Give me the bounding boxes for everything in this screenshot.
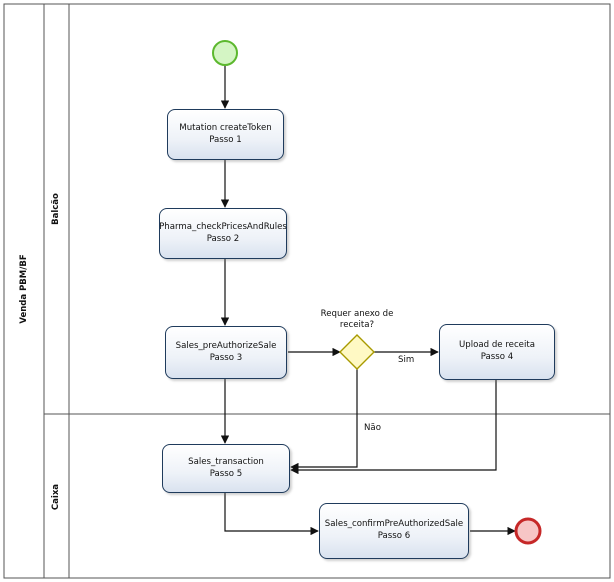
task-name: Sales_confirmPreAuthorizedSale [324,519,464,530]
task-name: Pharma_checkPricesAndRules [159,221,287,232]
task-name: Sales_transaction [188,456,264,467]
flow-task4-to-task5 [290,380,497,475]
task-check-prices-and-rules[interactable]: Pharma_checkPricesAndRules Passo 2 [159,208,287,259]
task-name: Sales_preAuthorizeSale [175,340,277,351]
task-name: Upload de receita [459,340,535,351]
pool-label: Venda PBM/BF [19,254,29,324]
end-event [514,517,542,545]
flow-gateway-no-to-task5 [290,369,358,472]
flow-task5-to-task6 [224,493,319,536]
gateway-question-line2: receita? [339,320,375,330]
task-sales-transaction[interactable]: Sales_transaction Passo 5 [162,444,290,493]
task-step: Passo 5 [209,468,243,479]
lane-label-balcao: Balcão [51,193,61,225]
flow-label-no: Não [364,423,381,433]
task-confirm-pre-authorized-sale[interactable]: Sales_confirmPreAuthorizedSale Passo 6 [319,503,469,559]
task-upload-receita[interactable]: Upload de receita Passo 4 [439,324,555,380]
task-step: Passo 6 [377,531,411,541]
pool-border [3,3,611,579]
task-create-token[interactable]: Mutation createToken Passo 1 [167,109,284,160]
task-step: Passo 2 [206,233,240,244]
task-name: Mutation createToken [179,122,272,133]
exclusive-gateway [339,334,375,370]
lane-label-caixa: Caixa [51,483,61,511]
flow-label-yes: Sim [398,355,415,365]
start-event [212,40,238,66]
task-pre-authorize-sale[interactable]: Sales_preAuthorizeSale Passo 3 [165,326,287,379]
task-step: Passo 3 [209,352,243,363]
task-step: Passo 1 [209,134,242,145]
gateway-question-line1: Requer anexo de [320,309,394,319]
task-step: Passo 4 [480,352,514,362]
